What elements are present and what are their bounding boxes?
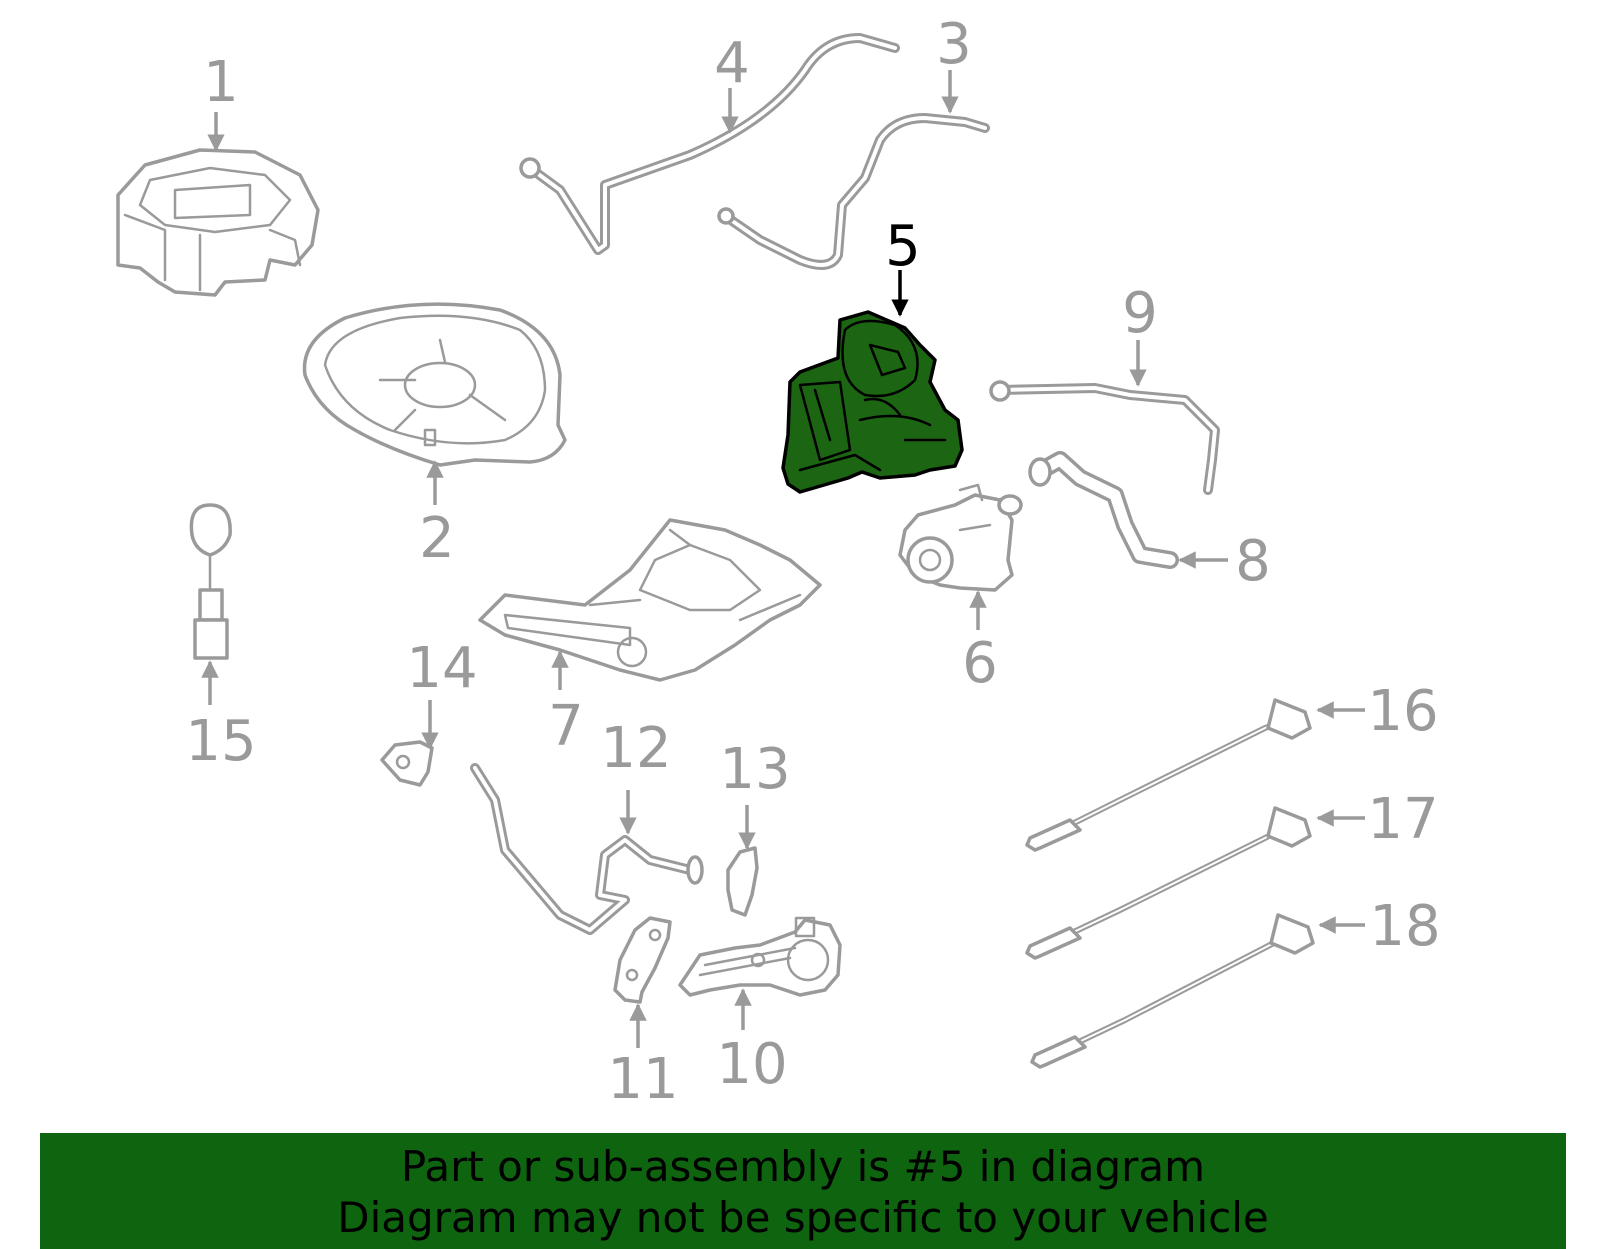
callout-5[interactable]: 5 <box>885 214 921 279</box>
callout-13[interactable]: 13 <box>719 737 790 802</box>
part-13-bracket[interactable] <box>726 846 759 917</box>
callout-9[interactable]: 9 <box>1122 281 1158 346</box>
callout-1[interactable]: 1 <box>203 50 239 115</box>
part-14-clip[interactable] <box>380 740 434 787</box>
info-banner: Part or sub-assembly is #5 in diagram Di… <box>40 1133 1566 1249</box>
part-2-cover[interactable] <box>302 302 567 467</box>
callout-12[interactable]: 12 <box>600 716 671 781</box>
part-10-cooler[interactable] <box>678 916 842 997</box>
part-15-sensor[interactable] <box>189 503 232 660</box>
callout-3[interactable]: 3 <box>936 12 972 77</box>
callout-arrows <box>201 70 1365 1048</box>
callout-2[interactable]: 2 <box>419 506 455 571</box>
part-6-pump[interactable] <box>898 483 1023 592</box>
part-4-tube[interactable] <box>519 33 900 255</box>
part-5-egr-valve[interactable] <box>781 310 964 494</box>
part-7-bracket[interactable] <box>478 518 822 682</box>
callout-14[interactable]: 14 <box>406 636 477 701</box>
callout-18[interactable]: 18 <box>1369 894 1440 959</box>
part-12-pipe[interactable] <box>470 763 704 935</box>
banner-line-2: Diagram may not be specific to your vehi… <box>337 1193 1269 1242</box>
callout-4[interactable]: 4 <box>714 31 750 96</box>
callout-15[interactable]: 15 <box>185 709 256 774</box>
callout-11[interactable]: 11 <box>607 1047 678 1112</box>
part-3-tube[interactable] <box>717 113 990 270</box>
banner-line-1: Part or sub-assembly is #5 in diagram <box>400 1142 1206 1191</box>
callout-labels: 1 2 3 4 5 6 7 8 9 10 11 12 13 14 15 16 1… <box>185 12 1440 1112</box>
part-1-housing[interactable] <box>116 148 320 297</box>
callout-17[interactable]: 17 <box>1367 787 1438 852</box>
part-17-o2-sensor[interactable] <box>1025 806 1312 960</box>
callout-8[interactable]: 8 <box>1235 529 1271 594</box>
callout-16[interactable]: 16 <box>1367 679 1438 744</box>
part-9-hose[interactable] <box>989 380 1220 495</box>
part-16-o2-sensor[interactable] <box>1025 698 1312 852</box>
callout-7[interactable]: 7 <box>548 694 584 759</box>
callout-6[interactable]: 6 <box>962 631 998 696</box>
part-8-hose[interactable] <box>1028 451 1179 569</box>
callout-10[interactable]: 10 <box>716 1032 787 1097</box>
part-18-o2-sensor[interactable] <box>1030 913 1315 1069</box>
part-11-gasket[interactable] <box>613 916 672 1004</box>
